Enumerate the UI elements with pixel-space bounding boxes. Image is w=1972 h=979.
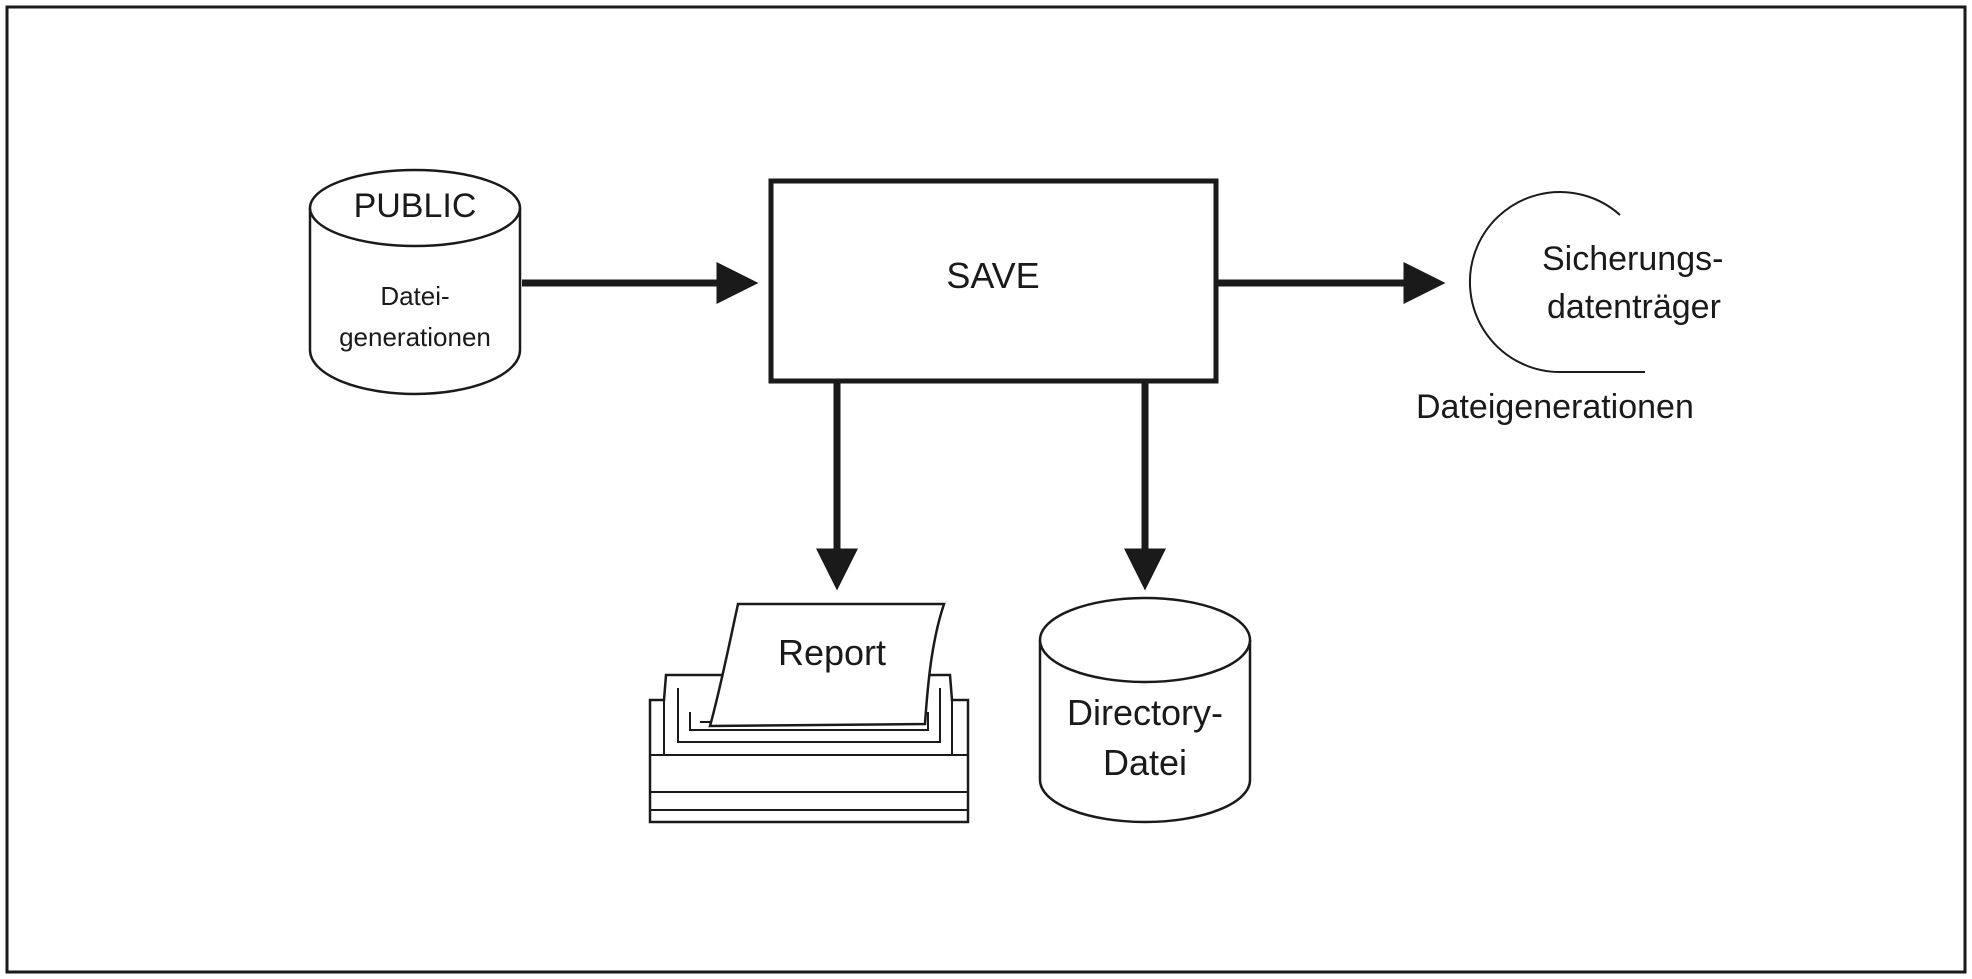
save-label: SAVE: [946, 255, 1039, 296]
backup-label-line1: Sicherungs-: [1542, 240, 1723, 278]
public-datastore: PUBLIC Datei- generationen: [308, 168, 522, 396]
diagram-frame: [5, 5, 1967, 974]
directory-datastore: Directory- Datei: [1038, 596, 1252, 824]
public-subtitle-line2: generationen: [339, 322, 491, 352]
report-sheet: Report: [708, 602, 946, 728]
backup-label-line2: datenträger: [1547, 288, 1721, 326]
report-label: Report: [778, 632, 886, 673]
backup-medium: Sicherungs- datenträger Dateigeneratione…: [1416, 191, 1723, 426]
directory-label-line2: Datei: [1103, 742, 1187, 783]
public-subtitle-line1: Datei-: [380, 281, 449, 311]
public-title: PUBLIC: [354, 187, 477, 225]
backup-caption: Dateigenerationen: [1416, 388, 1694, 426]
save-process: SAVE: [768, 178, 1219, 384]
directory-label-line1: Directory-: [1067, 692, 1223, 733]
